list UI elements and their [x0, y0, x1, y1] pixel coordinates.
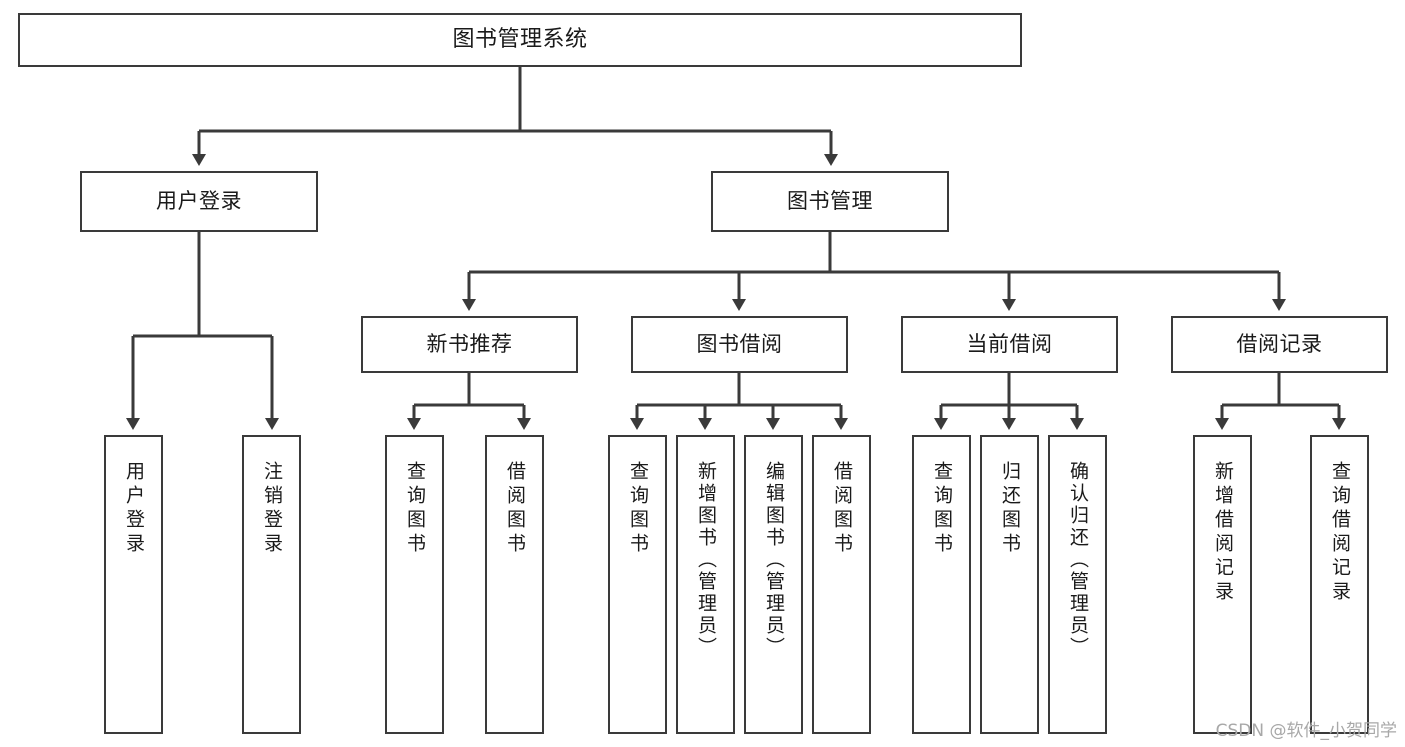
node-label: 图书管理	[787, 189, 873, 214]
node-label: 查询借阅记录	[1329, 461, 1351, 605]
node-leaf-add-borrow-record[interactable]: 新增借阅记录	[1193, 435, 1252, 734]
node-label: 确认归还（管理员）	[1067, 461, 1089, 659]
node-book-management[interactable]: 图书管理	[711, 171, 949, 232]
node-leaf-logout[interactable]: 注销登录	[242, 435, 301, 734]
node-leaf-confirm-return[interactable]: 确认归还（管理员）	[1048, 435, 1107, 734]
node-label: 编辑图书（管理员）	[763, 461, 785, 659]
node-label: 图书管理系统	[452, 27, 588, 53]
node-leaf-return-book[interactable]: 归还图书	[980, 435, 1039, 734]
node-leaf-user-login[interactable]: 用户登录	[104, 435, 163, 734]
node-leaf-query-book-current[interactable]: 查询图书	[912, 435, 971, 734]
node-label: 借阅记录	[1236, 332, 1323, 357]
node-user-login[interactable]: 用户登录	[80, 171, 318, 232]
node-leaf-borrow-book[interactable]: 借阅图书	[812, 435, 871, 734]
node-label: 图书借阅	[696, 332, 783, 357]
node-leaf-borrow-book-recommend[interactable]: 借阅图书	[485, 435, 544, 734]
node-label: 查询图书	[627, 461, 649, 557]
node-label: 用户登录	[123, 461, 145, 557]
node-label: 借阅图书	[831, 461, 853, 557]
node-leaf-add-book[interactable]: 新增图书（管理员）	[676, 435, 735, 734]
node-borrow-record[interactable]: 借阅记录	[1171, 316, 1388, 373]
node-new-book-recommend[interactable]: 新书推荐	[361, 316, 578, 373]
node-label: 查询图书	[931, 461, 953, 557]
node-label: 新书推荐	[426, 332, 513, 357]
node-label: 当前借阅	[966, 332, 1053, 357]
node-label: 用户登录	[156, 189, 242, 214]
node-label: 新增借阅记录	[1212, 461, 1234, 605]
node-label: 归还图书	[999, 461, 1021, 557]
node-label: 借阅图书	[504, 461, 526, 557]
csdn-watermark: CSDN @软件_小贺同学	[1215, 721, 1397, 741]
node-label: 注销登录	[261, 461, 283, 557]
node-current-borrow[interactable]: 当前借阅	[901, 316, 1118, 373]
node-label: 新增图书（管理员）	[695, 461, 717, 659]
node-book-borrow[interactable]: 图书借阅	[631, 316, 848, 373]
node-label: 查询图书	[404, 461, 426, 557]
node-leaf-query-borrow-record[interactable]: 查询借阅记录	[1310, 435, 1369, 734]
node-root-book-management-system[interactable]: 图书管理系统	[18, 13, 1022, 67]
node-leaf-edit-book[interactable]: 编辑图书（管理员）	[744, 435, 803, 734]
node-leaf-query-book-borrow[interactable]: 查询图书	[608, 435, 667, 734]
node-leaf-query-book-recommend[interactable]: 查询图书	[385, 435, 444, 734]
